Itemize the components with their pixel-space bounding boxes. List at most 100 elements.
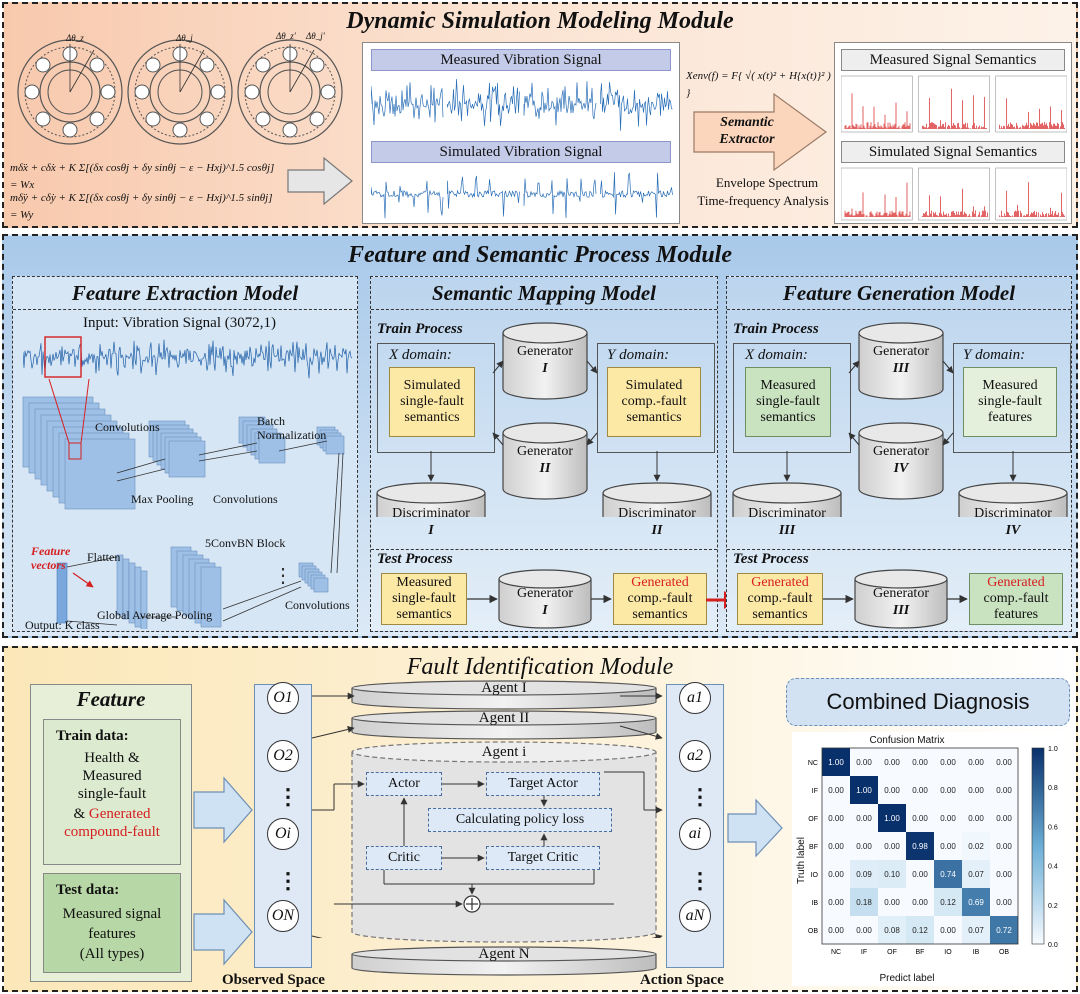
cm-cell-4-4: [934, 860, 962, 888]
confusion-matrix-ylabel: Truth label: [795, 837, 807, 884]
signal-semantics-panel: Measured Signal Semantics Simulated Sign…: [834, 42, 1072, 224]
actor-box: Actor: [366, 772, 442, 796]
cm-value-0-0: 1.00: [828, 758, 844, 767]
semantic-mapping-title: Semantic Mapping Model: [431, 281, 657, 305]
cm-cell-3-5: [962, 832, 990, 860]
cm-cell-0-5: [962, 748, 990, 776]
cm-xtick-5: IB: [973, 949, 980, 956]
cm-value-0-1: 0.00: [856, 758, 872, 767]
semantic-extractor-arrow: [693, 92, 828, 172]
cm-colorbar-tick-3: 0.4: [1048, 864, 1058, 871]
cm-cell-3-1: [850, 832, 878, 860]
cm-value-3-4: 0.00: [940, 842, 956, 851]
test-data-box: Test data: Measured signal features (All…: [43, 873, 181, 973]
feature-title: Feature: [76, 687, 146, 711]
arrow-to-signals: [287, 156, 353, 206]
train-data-box: Train data: Health & Measured single-fau…: [43, 719, 181, 865]
train-data-title: Train data:: [56, 728, 129, 744]
cm-cell-1-6: [990, 776, 1018, 804]
cm-cell-6-6: [990, 916, 1018, 944]
cm-cell-1-4: [934, 776, 962, 804]
cm-colorbar-tick-0: 1.0: [1048, 746, 1058, 753]
observation-node-5: ON: [267, 900, 299, 932]
measured-waveforms: [371, 78, 673, 131]
cm-cell-1-5: [962, 776, 990, 804]
cm-value-6-6: 0.72: [996, 926, 1012, 935]
cm-cell-6-3: [906, 916, 934, 944]
cm-cell-6-0: [822, 916, 850, 944]
observation-node-2: ⋮: [277, 784, 299, 809]
fg-train-graph: [732, 322, 1068, 517]
cm-cell-5-3: [906, 888, 934, 916]
cm-value-0-3: 0.00: [912, 758, 928, 767]
fg-train-process-label: Train Process: [733, 321, 819, 337]
cm-value-2-6: 0.00: [996, 814, 1012, 823]
cm-value-1-2: 0.00: [884, 786, 900, 795]
cm-cell-6-2: [878, 916, 906, 944]
observation-node-0: O1: [267, 682, 299, 714]
feature-extraction-title: Feature Extraction Model: [71, 281, 299, 305]
dynamics-equation-x: mδ̈x + cδ̇x + K Σ[(δx cosθj + δy sinθj −…: [10, 162, 275, 191]
convolutions-label-1: Convolutions: [95, 420, 160, 434]
actions-to-diagnosis-arrow: [727, 798, 783, 858]
action-node-2: ⋮: [689, 784, 711, 809]
action-node-3: ai: [679, 818, 711, 850]
sm-train-process-label: Train Process: [377, 321, 463, 337]
cm-value-6-1: 0.00: [856, 926, 872, 935]
module1-title: Dynamic Simulation Modeling Module: [346, 8, 734, 34]
feature-generation-title: Feature Generation Model: [782, 281, 1016, 305]
feature-panel: Feature Train data: Health & Measured si…: [30, 684, 192, 982]
module3-title: Fault Identification Module: [406, 654, 674, 680]
semantic-mapping-panel: Semantic Mapping Model Train Process X d…: [370, 276, 718, 632]
dynamic-simulation-module: Dynamic Simulation Modeling Module Δθ_z …: [2, 2, 1078, 228]
cm-frame: [821, 747, 1019, 945]
cm-cell-5-5: [962, 888, 990, 916]
cm-value-5-5: 0.69: [968, 898, 984, 907]
cm-cell-0-1: [850, 748, 878, 776]
sm-y-domain-label: Y domain:: [607, 347, 670, 363]
cm-value-1-3: 0.00: [912, 786, 928, 795]
cm-value-4-0: 0.00: [828, 870, 844, 879]
cm-colorbar: [1031, 747, 1045, 945]
cm-xtick-3: BF: [916, 949, 925, 956]
cm-value-6-0: 0.00: [828, 926, 844, 935]
flatten-label: Flatten: [87, 550, 121, 564]
cm-cell-4-3: [906, 860, 934, 888]
cm-cell-3-2: [878, 832, 906, 860]
train-data-line-4: & Generated: [73, 806, 151, 822]
fg-test-graph: [823, 569, 968, 629]
cm-value-2-2: 1.00: [884, 814, 900, 823]
cm-value-3-5: 0.02: [968, 842, 984, 851]
sm-train-graph: [376, 322, 712, 517]
feature-to-observed-arrows: [193, 776, 253, 966]
dynamics-equation-y: mδ̈y + cδ̇y + K Σ[(δx cosθj + δy sinθj −…: [10, 192, 273, 221]
cm-cell-1-0: [822, 776, 850, 804]
simulated-waveforms: [371, 172, 673, 219]
gap-label-visible: Global Average Pooling: [97, 608, 213, 622]
cm-value-0-2: 0.00: [884, 758, 900, 767]
cm-ytick-1: IF: [812, 788, 818, 795]
cm-value-5-0: 0.00: [828, 898, 844, 907]
cm-ytick-4: IO: [811, 872, 819, 879]
cnn-architecture: ⋮: [22, 378, 345, 629]
sm-test-process-label: Test Process: [377, 551, 453, 567]
convolutions-label-3: Convolutions: [285, 598, 350, 612]
bearing-angle-label-2: Δθ_j: [176, 33, 193, 43]
test-data-line-3: (All types): [79, 946, 145, 962]
cm-value-6-5: 0.07: [968, 926, 984, 935]
cm-value-5-3: 0.00: [912, 898, 928, 907]
cm-xtick-6: OB: [999, 949, 1009, 956]
convbn-block-label: 5ConvBN Block: [205, 536, 286, 550]
action-node-5: aN: [679, 900, 711, 932]
